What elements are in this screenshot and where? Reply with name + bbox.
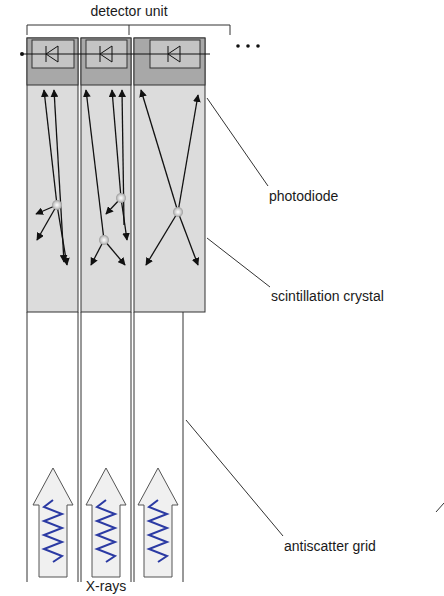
part-label: photodiode [268,189,339,204]
scintillation-flash [52,193,183,245]
antiscatter-grid [27,312,183,582]
xray-wave [44,500,167,562]
terminal-dot [20,52,24,56]
photodiode [27,38,205,85]
continuation-dots [236,44,260,48]
xray-arrow [33,468,178,577]
part-label: X-rays [85,579,127,594]
scintillation-crystal [27,38,205,312]
part-label: antiscatter grid [283,539,377,554]
bracket [27,25,230,35]
part-label: scintillation crystal [270,289,385,304]
part-label: detector unit [89,4,168,19]
diode-symbol [22,46,210,62]
light-rays [36,90,198,265]
leader-line [186,98,444,536]
